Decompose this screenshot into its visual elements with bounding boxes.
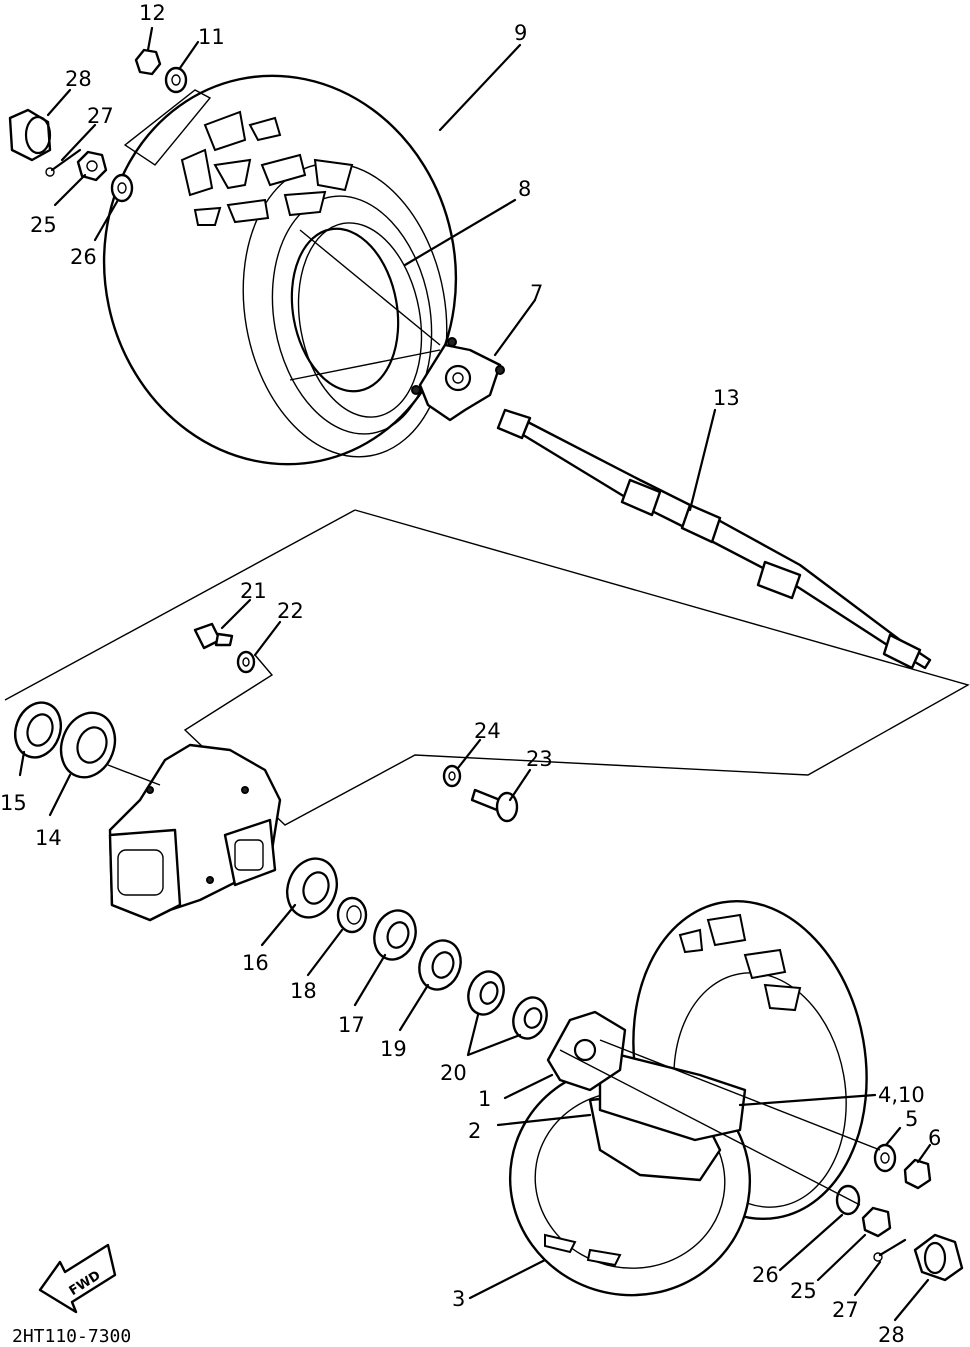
castle-nut-12 xyxy=(134,48,162,76)
callout-21: 21 xyxy=(240,579,267,603)
hub-cap-28-bottom xyxy=(913,1233,964,1282)
fwd-arrow-icon: FWD xyxy=(38,1243,117,1314)
callout-26-top: 26 xyxy=(70,245,97,269)
washer-22 xyxy=(236,650,256,674)
callout-3: 3 xyxy=(452,1287,465,1311)
hub-1 xyxy=(546,1010,627,1092)
washer-26-top xyxy=(110,173,134,203)
castle-nut-25-top xyxy=(76,150,108,182)
callout-23: 23 xyxy=(526,747,553,771)
callout-20: 20 xyxy=(440,1061,467,1085)
tire-tread-pattern xyxy=(544,913,802,1267)
callout-22: 22 xyxy=(277,599,304,623)
callout-16: 16 xyxy=(242,951,269,975)
callout-11: 11 xyxy=(198,25,225,49)
wheel-hub-left xyxy=(411,337,505,422)
rear-axle-shaft xyxy=(496,408,932,670)
final-gear-case xyxy=(108,743,282,922)
callout-15: 15 xyxy=(0,791,27,815)
bearing-14 xyxy=(59,711,117,779)
bearing-17 xyxy=(373,909,417,961)
callout-2: 2 xyxy=(468,1119,481,1143)
callout-26-bottom: 26 xyxy=(752,1263,779,1287)
nut-6 xyxy=(903,1158,932,1190)
callout-24: 24 xyxy=(474,719,501,743)
tire-tread-pattern xyxy=(180,110,354,226)
callout-9: 9 xyxy=(514,21,527,45)
washer-26-bottom xyxy=(835,1184,861,1216)
oil-seal-15 xyxy=(14,701,62,759)
bearing-16 xyxy=(286,857,338,919)
oil-seal-20b xyxy=(512,996,548,1040)
callout-14: 14 xyxy=(35,826,62,850)
callout-18: 18 xyxy=(290,979,317,1003)
callout-6: 6 xyxy=(928,1126,941,1150)
oil-seal-20a xyxy=(467,970,505,1016)
callout-13: 13 xyxy=(713,386,740,410)
callout-12: 12 xyxy=(139,1,166,25)
callout-19: 19 xyxy=(380,1037,407,1061)
callout-5: 5 xyxy=(905,1107,918,1131)
callout-17: 17 xyxy=(338,1013,365,1037)
castle-nut-25-bottom xyxy=(861,1206,892,1238)
diagram-code: 2HT110-7300 xyxy=(12,1326,131,1347)
callout-27-top: 27 xyxy=(87,104,114,128)
callout-4-10: 4,10 xyxy=(878,1083,925,1107)
cotter-pin-27-top xyxy=(45,148,82,177)
callout-1: 1 xyxy=(478,1087,491,1111)
washer-24 xyxy=(442,764,462,788)
cotter-pin-27-bottom xyxy=(873,1238,907,1262)
callout-25-top: 25 xyxy=(30,213,57,237)
left-rear-wheel-tire xyxy=(102,74,458,466)
callout-8: 8 xyxy=(518,177,531,201)
callout-28-bottom: 28 xyxy=(878,1323,905,1347)
bolt-23 xyxy=(470,788,519,823)
washer-11 xyxy=(164,66,188,94)
oil-seal-19 xyxy=(418,939,462,991)
bolt-21 xyxy=(193,622,234,650)
callout-28-top: 28 xyxy=(65,67,92,91)
collar-18 xyxy=(336,896,368,934)
callout-7: 7 xyxy=(530,281,543,305)
callout-27-bottom: 27 xyxy=(832,1298,859,1322)
hub-cap-28-top xyxy=(8,108,52,162)
callout-25-bottom: 25 xyxy=(790,1279,817,1303)
